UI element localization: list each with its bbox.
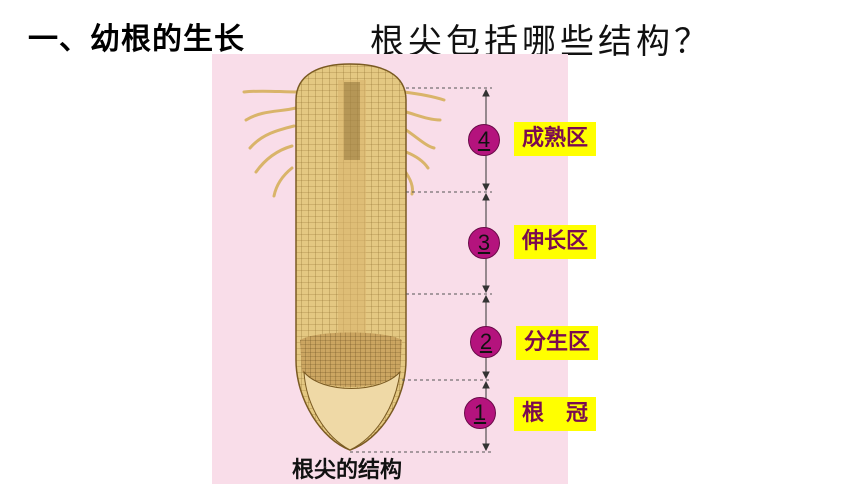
zone-label-meristem: 分生区	[516, 326, 599, 360]
zone-boundaries	[350, 87, 492, 453]
vascular-cylinder	[338, 80, 366, 360]
zone-badge-4: 4	[468, 124, 500, 156]
meristem-zone	[300, 332, 402, 387]
page-title: 一、幼根的生长	[28, 22, 245, 57]
zone-badge-1: 1	[464, 397, 496, 429]
zone-label-root-cap: 根 冠	[514, 397, 597, 431]
zone-badge-2: 2	[470, 326, 502, 358]
root-cap	[303, 370, 401, 451]
figure-caption: 根尖的结构	[292, 458, 403, 483]
zone-label-maturation: 成熟区	[514, 122, 597, 156]
zone-badge-3: 3	[468, 227, 500, 259]
zone-label-elongation: 伸长区	[514, 225, 597, 259]
root-hairs	[242, 89, 446, 198]
